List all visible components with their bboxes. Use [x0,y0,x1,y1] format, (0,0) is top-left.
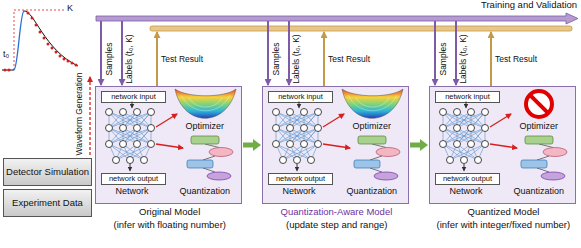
axis-label: t₀ [3,49,9,59]
panel-title: Quantization-Aware Model [281,206,393,217]
input-label: Samples [105,42,115,75]
panel-subtitle: (infer with integer/fixed number) [437,219,571,230]
prohibited-sign [526,91,552,117]
part-label: Network [116,186,149,196]
part-label: Network [450,186,483,196]
io-box: network input [435,91,500,103]
box-text: network input [111,93,156,101]
input-label: Samples [439,42,449,75]
panel-subtitle: (infer with floating number) [114,219,226,230]
panel-title: Quantized Model [468,206,540,217]
io-box: network input [268,91,333,103]
flow-label: Training and Validation [481,0,577,11]
io-box: network output [435,173,500,185]
output-label: Test Result [161,55,203,65]
rising-edge [14,11,24,70]
network-graphic [106,102,234,181]
decay-curve [24,11,78,66]
io-box: network output [101,173,166,185]
output-label: Test Result [495,55,537,65]
source-box: Detector Simulation [3,158,92,186]
part-label: Quantization [180,186,231,196]
part-label: Quantization [347,186,398,196]
input-label: Labels (t₀, K) [459,34,469,83]
input-label: Labels (t₀, K) [292,34,302,83]
flow-arrow [243,139,261,151]
io-box: network output [268,173,333,185]
box-text: Detector Simulation [6,167,89,178]
network-graphic [273,102,401,181]
box-text: network output [276,175,325,183]
part-label: Optimizer [186,121,225,131]
generation-arrow [89,77,90,155]
source-box: Experiment Data [3,189,92,217]
test-result-bar [150,26,572,31]
arrow-shaft [243,143,254,148]
part-label: Network [283,186,316,196]
io-arrows [101,21,491,86]
flow-arrow [410,139,428,151]
arrow-head [253,139,261,151]
training-bar [96,13,578,24]
input-label: Samples [272,42,282,75]
part-label: Optimizer [353,121,392,131]
part-label: Quantization [514,186,565,196]
box-text: network input [278,93,323,101]
t0-line [14,12,15,72]
arrow-head [420,139,428,151]
input-label: Labels (t₀, K) [125,34,135,83]
box-text: Experiment Data [12,198,83,209]
panel-subtitle: (update step and range) [286,219,387,230]
k-level-line [14,10,64,11]
waveform-plot [2,10,78,72]
output-label: Test Result [328,55,370,65]
box-text: network output [109,175,158,183]
arrow-shaft [410,143,421,148]
optimizer-surface [342,89,403,118]
part-label: Optimizer [520,121,559,131]
optimizer-surface [175,89,236,118]
box-text: network input [445,93,490,101]
panel-title: Original Model [139,206,200,217]
axis-label: K [67,3,73,13]
baseline [2,70,14,71]
network-graphic [440,102,568,181]
sample-dots [4,12,78,72]
box-text: network output [443,175,492,183]
process-label: Waveform Generation [75,73,85,156]
io-box: network input [101,91,166,103]
